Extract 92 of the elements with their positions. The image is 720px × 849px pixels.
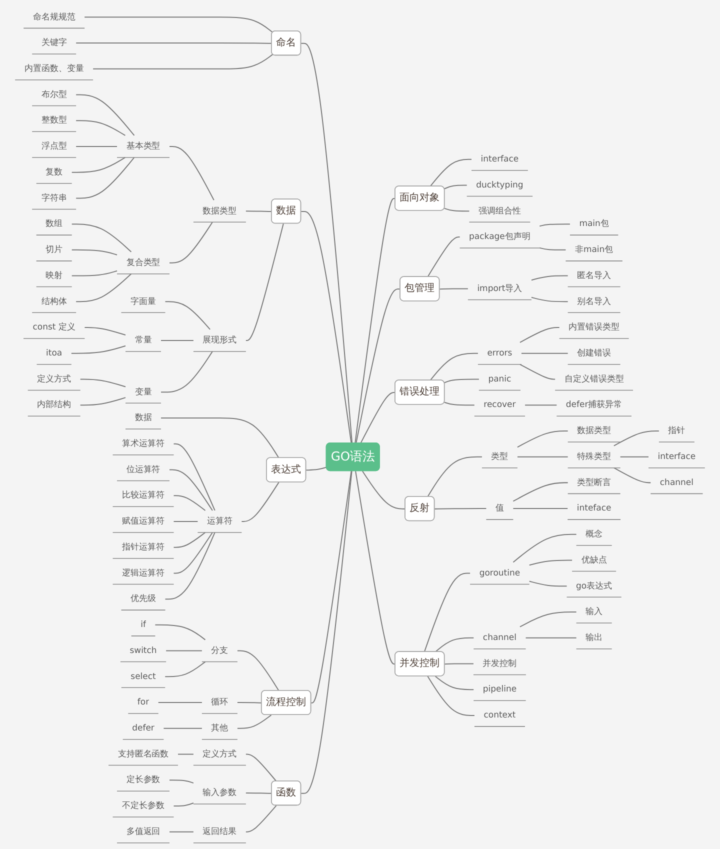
connector — [520, 612, 576, 628]
connector — [174, 443, 216, 511]
connector — [440, 288, 468, 290]
connector — [427, 456, 482, 498]
connector — [355, 471, 396, 665]
connector — [174, 495, 206, 511]
connector — [76, 42, 272, 44]
connector — [237, 714, 272, 729]
connector — [158, 702, 202, 704]
connector — [246, 210, 272, 212]
connector — [170, 831, 194, 832]
connector — [242, 482, 280, 522]
connector — [614, 430, 659, 446]
connector — [161, 340, 194, 341]
connector — [246, 805, 277, 832]
connector — [614, 467, 651, 484]
connector — [72, 157, 126, 173]
connector — [76, 157, 135, 199]
connector — [246, 224, 284, 341]
connector — [362, 470, 406, 510]
connector — [512, 534, 576, 563]
connector — [174, 532, 206, 548]
connector — [80, 397, 126, 406]
connector — [161, 418, 280, 458]
connector — [540, 224, 570, 227]
connector — [84, 16, 274, 33]
connector — [76, 274, 132, 302]
connector — [93, 54, 274, 70]
connector — [306, 466, 327, 471]
connector — [434, 676, 474, 690]
connector — [76, 146, 117, 147]
connector — [427, 676, 474, 716]
connector — [444, 184, 467, 190]
connector — [80, 378, 126, 388]
connector — [517, 430, 568, 448]
connector — [531, 275, 568, 281]
connector — [237, 650, 280, 691]
connector — [434, 508, 486, 510]
connector — [512, 482, 568, 502]
connector — [520, 364, 556, 380]
connector — [166, 650, 202, 652]
connector — [444, 402, 474, 406]
connector — [170, 780, 194, 784]
connector — [513, 508, 568, 510]
connector — [174, 520, 198, 522]
connector — [161, 351, 213, 393]
connector — [444, 663, 474, 665]
connector — [529, 580, 567, 587]
connector — [311, 471, 352, 704]
connector — [430, 158, 472, 187]
connector — [301, 471, 352, 794]
connector — [246, 792, 272, 794]
connector — [444, 208, 470, 212]
connector — [170, 222, 213, 264]
connector — [424, 572, 470, 652]
connector — [178, 754, 194, 755]
connector — [72, 249, 118, 256]
connector — [174, 802, 194, 806]
connector — [155, 624, 206, 640]
connector — [430, 352, 478, 381]
connector — [246, 754, 277, 782]
connector — [529, 560, 572, 566]
connector — [525, 404, 557, 406]
connector — [164, 728, 202, 729]
connector — [237, 702, 262, 704]
connector — [84, 327, 126, 336]
connector — [76, 120, 126, 136]
connector — [520, 327, 560, 343]
connector — [521, 352, 568, 354]
connector — [174, 532, 213, 574]
connector — [356, 288, 400, 444]
connector — [301, 42, 353, 444]
connector — [427, 236, 460, 278]
connector — [72, 270, 118, 276]
connector — [360, 392, 396, 444]
connector — [71, 345, 126, 354]
connector — [165, 532, 216, 600]
connector — [72, 224, 132, 252]
connector — [444, 378, 479, 384]
connector — [170, 146, 214, 200]
connector — [165, 301, 210, 330]
connector — [354, 198, 396, 444]
connector — [170, 469, 213, 511]
connector — [165, 661, 206, 678]
connector — [620, 456, 648, 458]
connector — [301, 210, 352, 444]
connector — [434, 637, 474, 652]
connector — [517, 456, 568, 458]
connector — [76, 94, 135, 136]
connector — [540, 247, 566, 250]
connector — [531, 296, 568, 302]
connector — [526, 637, 576, 638]
